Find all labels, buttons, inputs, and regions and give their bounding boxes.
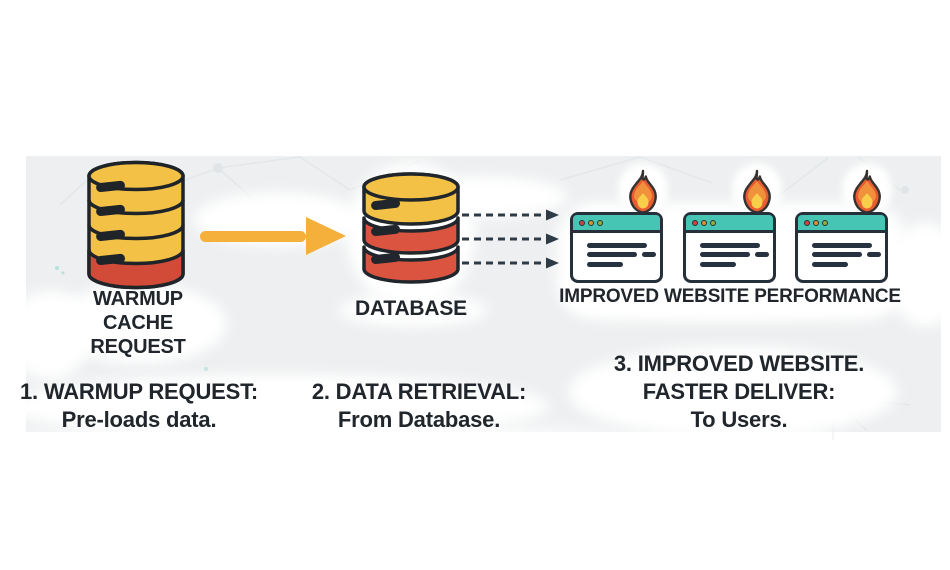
flame-icon bbox=[629, 169, 657, 214]
step-1-line2: Pre-loads data. bbox=[61, 407, 217, 432]
text-line bbox=[755, 252, 769, 257]
step-2-line2: From Database. bbox=[337, 407, 501, 432]
flame-icon bbox=[853, 169, 881, 214]
browser-window bbox=[795, 212, 888, 283]
white-blob bbox=[640, 430, 840, 470]
flow-arrow-icon bbox=[200, 217, 346, 255]
flame-icon bbox=[743, 169, 771, 214]
text-line bbox=[587, 262, 623, 267]
browser-titlebar bbox=[573, 215, 660, 233]
window-dot-green bbox=[710, 219, 716, 226]
step-3-line2: FASTER DELIVER: bbox=[642, 379, 836, 404]
text-line bbox=[642, 252, 656, 257]
text-line bbox=[812, 243, 872, 248]
performance-caption: IMPROVED WEBSITE PERFORMANCE bbox=[559, 286, 901, 307]
step-3-line3: To Users. bbox=[690, 407, 788, 432]
step-3-line1: 3. IMPROVED WEBSITE. bbox=[613, 351, 865, 376]
text-line bbox=[700, 243, 760, 248]
warmup-label-line3: REQUEST bbox=[90, 336, 186, 358]
white-blob bbox=[568, 346, 898, 438]
step-3-text: 3. IMPROVED WEBSITE. FASTER DELIVER: To … bbox=[580, 350, 898, 434]
step-2-text: 2. DATA RETRIEVAL: From Database. bbox=[288, 378, 550, 434]
warmup-cache-label: WARMUP CACHE REQUEST bbox=[48, 287, 228, 359]
warmup-label-line1: WARMUP bbox=[93, 288, 183, 310]
text-line bbox=[812, 262, 848, 267]
step-2-line1: 2. DATA RETRIEVAL: bbox=[311, 379, 527, 404]
text-line bbox=[700, 262, 736, 267]
warmup-label-line2: CACHE bbox=[102, 312, 174, 334]
text-line bbox=[812, 252, 862, 257]
step-1-line1: 1. WARMUP REQUEST: bbox=[19, 379, 259, 404]
text-line bbox=[867, 252, 881, 257]
window-dot-green bbox=[822, 219, 828, 226]
white-blob bbox=[562, 281, 898, 317]
browser-titlebar bbox=[798, 215, 885, 233]
window-dot-yellow bbox=[588, 219, 594, 226]
window-dot-red bbox=[692, 219, 698, 226]
browser-window bbox=[683, 212, 776, 283]
text-line bbox=[587, 252, 637, 257]
white-blob bbox=[10, 290, 90, 380]
white-blob bbox=[0, 424, 680, 484]
window-dot-red bbox=[804, 219, 810, 226]
window-dot-red bbox=[579, 219, 585, 226]
white-blob bbox=[338, 293, 488, 327]
step-1-text: 1. WARMUP REQUEST: Pre-loads data. bbox=[8, 378, 270, 434]
window-dot-yellow bbox=[813, 219, 819, 226]
window-dot-yellow bbox=[701, 219, 707, 226]
database-icon bbox=[362, 172, 460, 284]
browser-window bbox=[570, 212, 663, 283]
window-dot-green bbox=[597, 219, 603, 226]
warmup-cache-database-icon bbox=[87, 160, 185, 290]
database-label: DATABASE bbox=[355, 297, 467, 320]
text-line bbox=[700, 252, 750, 257]
browser-titlebar bbox=[686, 215, 773, 233]
text-line bbox=[587, 243, 647, 248]
dashed-arrows-icon bbox=[462, 209, 559, 269]
white-blob bbox=[888, 222, 950, 327]
